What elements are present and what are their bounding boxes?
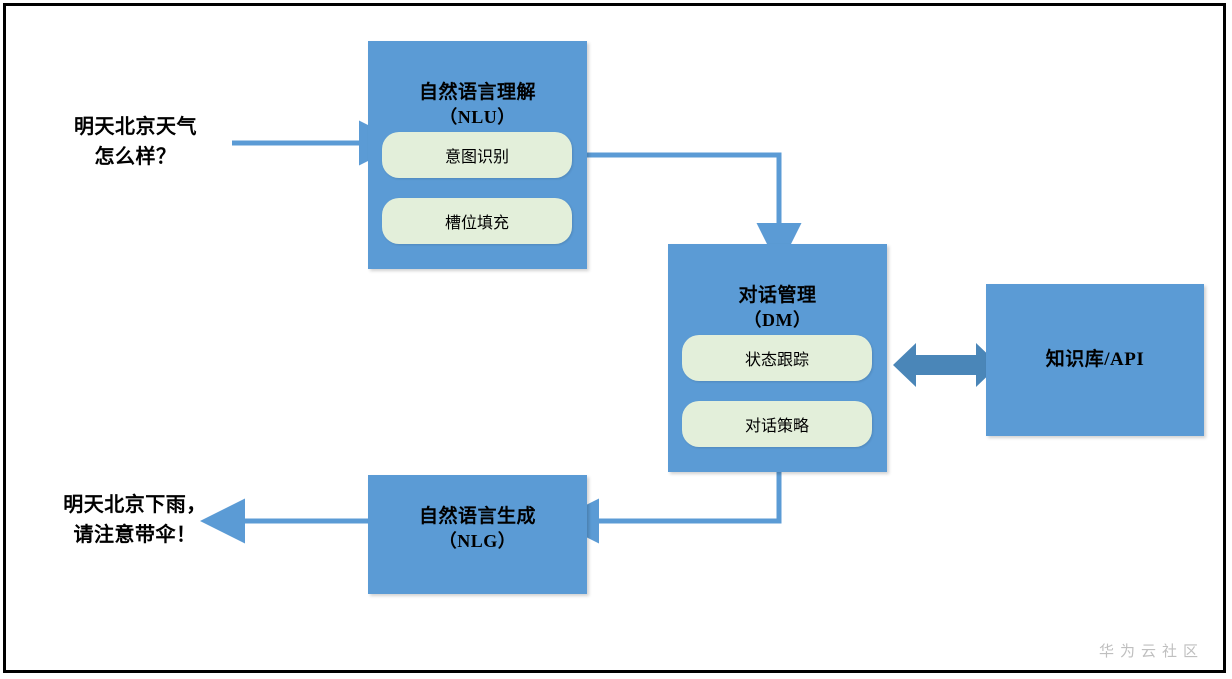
node-knowledge-base-api[interactable]: 知识库/API <box>986 284 1204 436</box>
user-output-line2: 请注意带伞！ <box>73 524 197 546</box>
node-knowledge-base-api-title-cn: 知识库/API <box>1045 349 1145 370</box>
node-nlu[interactable]: 自然语言理解 （NLU） 意图识别 槽位填充 <box>368 41 587 269</box>
node-dm-title: 对话管理 （DM） <box>668 283 887 333</box>
node-nlu-pill-intent[interactable]: 意图识别 <box>382 132 572 178</box>
node-dm-pill-state-tracking[interactable]: 状态跟踪 <box>682 335 872 381</box>
user-output-line1: 明天北京下雨， <box>63 494 207 516</box>
node-nlg-title: 自然语言生成 （NLG） <box>368 504 587 554</box>
node-nlu-title-en: （NLU） <box>439 107 516 127</box>
node-nlg[interactable]: 自然语言生成 （NLG） <box>368 475 587 594</box>
node-dm[interactable]: 对话管理 （DM） 状态跟踪 对话策略 <box>668 244 887 472</box>
user-input-line2: 怎么样？ <box>94 146 177 168</box>
node-dm-title-cn: 对话管理 <box>738 285 817 306</box>
node-dm-title-en: （DM） <box>743 310 812 330</box>
node-dm-pill-dialog-policy[interactable]: 对话策略 <box>682 401 872 447</box>
user-input-line1: 明天北京天气 <box>74 116 197 138</box>
diagram-frame-border <box>3 3 1226 673</box>
node-knowledge-base-api-title: 知识库/API <box>986 347 1204 372</box>
node-nlu-title-cn: 自然语言理解 <box>418 82 536 103</box>
node-nlg-title-cn: 自然语言生成 <box>418 506 536 527</box>
node-nlu-pill-slot[interactable]: 槽位填充 <box>382 198 572 244</box>
node-nlu-title: 自然语言理解 （NLU） <box>368 80 587 130</box>
user-input-text: 明天北京天气 怎么样？ <box>38 112 233 172</box>
node-nlg-title-en: （NLG） <box>438 531 517 551</box>
watermark-text: 华为云社区 <box>1098 642 1204 660</box>
user-output-text: 明天北京下雨， 请注意带伞！ <box>30 490 240 550</box>
